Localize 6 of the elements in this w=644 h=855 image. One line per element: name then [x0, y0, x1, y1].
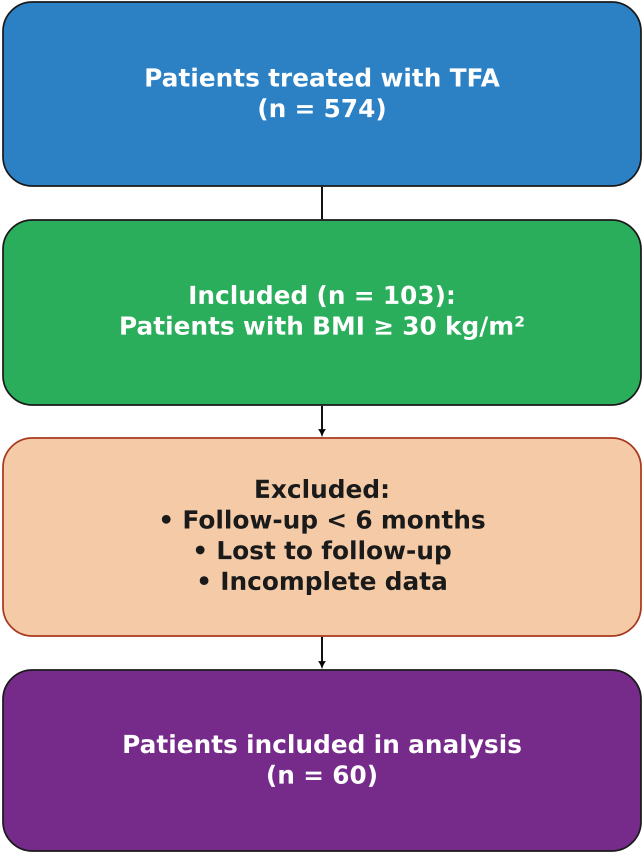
- arrow: [318, 636, 326, 668]
- process-box: Patients included in analysis (n = 60): [2, 669, 642, 852]
- process-box: Patients treated with TFA (n = 574): [2, 1, 642, 187]
- process-box: Excluded: • Follow-up < 6 months • Lost to follow-up • Incomplete data: [2, 437, 642, 637]
- process-box: Included (n = 103): Patients with BMI ≥ 30 kg/m²: [2, 219, 642, 406]
- arrow: [318, 406, 326, 436]
